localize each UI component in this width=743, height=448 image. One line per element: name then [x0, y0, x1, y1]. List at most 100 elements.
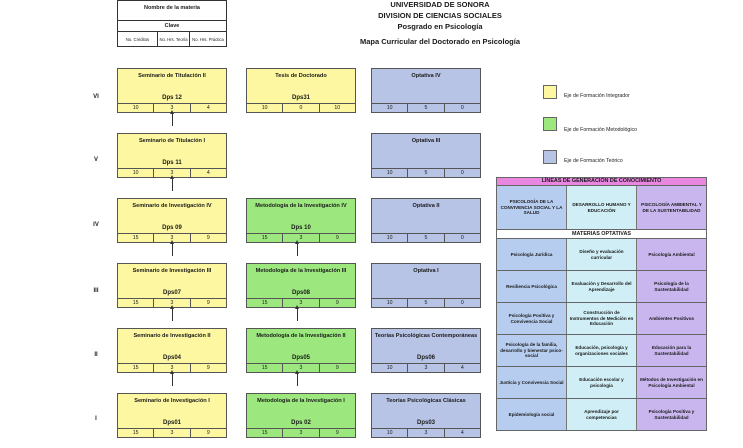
course-box: Metodología de la Investigación IV Dps 10… — [246, 198, 356, 243]
prerequisite-arrow — [170, 305, 174, 321]
course-hrs-teoria: 0 — [283, 104, 320, 112]
course-hrs-practica: 4 — [460, 365, 464, 371]
optativa-row: Psicología Positiva y Convivencia Social… — [496, 303, 707, 335]
course-credits: 15 — [118, 364, 155, 372]
course-code: Dps 02 — [291, 420, 311, 426]
course-code: Dps03 — [416, 420, 435, 426]
course-hrs-teoria: 3 — [408, 429, 445, 437]
optativa-cell: Epidemiología social — [497, 399, 567, 430]
course-hrs-practica: 9 — [335, 430, 339, 436]
course-hrs-teoria: 3 — [154, 104, 191, 112]
course-hrs-practica: 9 — [335, 235, 339, 241]
prerequisite-arrow — [295, 305, 299, 321]
legend-integrador: Eje de Formación Integrador — [564, 93, 630, 99]
course-name: Seminario de Investigación II — [133, 333, 211, 339]
course-hrs-practica: 9 — [335, 365, 339, 371]
course-credits: 15 — [247, 364, 284, 372]
course-hrs-teoria: 3 — [283, 299, 320, 307]
course-code: Dps08 — [291, 290, 310, 296]
legend-metodologico: Eje de Formación Metodológico — [564, 127, 637, 133]
course-code: Dps 10 — [291, 225, 311, 231]
prerequisite-arrow — [295, 240, 299, 256]
course-hrs-teoria: 3 — [154, 234, 191, 242]
course-name: Metodología de la Investigación IV — [255, 203, 347, 209]
course-name: Seminario de Titulación II — [138, 73, 206, 79]
course-credits: 15 — [118, 299, 155, 307]
key-credits: No. Créditos — [118, 32, 158, 47]
course-code: Dps 12 — [162, 95, 182, 101]
prerequisite-arrow — [170, 370, 174, 386]
course-hrs-practica: 9 — [206, 430, 210, 436]
course-name: Teorías Psicológicas Clásicas — [386, 398, 466, 404]
program-name: Posgrado en Psicología — [397, 22, 483, 31]
course-credits: 15 — [247, 429, 284, 437]
optativa-cell: Evaluación y Desarrollo del Aprendizaje — [567, 271, 637, 302]
course-hrs-teoria: 5 — [408, 234, 445, 242]
optativa-cell: Psicología Positiva y Sustentabilidad — [637, 399, 706, 430]
course-hrs-teoria: 3 — [154, 429, 191, 437]
lineas-title: LÍNEAS DE GENERACIÓN DE CONOCIMIENTO — [496, 177, 707, 186]
optativa-cell: Resiliencia Psicológica — [497, 271, 567, 302]
optativa-cell: Diseño y evaluación curricular — [567, 239, 637, 270]
course-name: Metodología de la Investigación I — [257, 398, 345, 404]
course-name: Seminario de Investigación III — [132, 268, 212, 274]
course-hrs-teoria: 3 — [154, 364, 191, 372]
course-credits: 10 — [372, 104, 409, 112]
course-hrs-practica: 0 — [460, 235, 464, 241]
course-hrs-practica: 9 — [206, 235, 210, 241]
optativa-cell: Psicología de la Sustentabilidad — [637, 271, 706, 302]
course-hrs-practica: 10 — [334, 105, 341, 111]
course-code: Dps05 — [291, 355, 310, 361]
course-hrs-practica: 4 — [206, 170, 210, 176]
legend-swatch-integrador — [543, 85, 557, 99]
course-name: Teorías Psicológicas Contemporáneas — [374, 333, 478, 339]
optativa-cell: Educación escolar y psicología — [567, 367, 637, 398]
optativa-cell: Psicología Positiva y Convivencia Social — [497, 303, 567, 334]
course-hrs-practica: 0 — [460, 170, 464, 176]
course-key-box: Nombre de la materia Clave No. Créditos … — [117, 0, 227, 47]
prerequisite-arrow — [170, 110, 174, 126]
course-credits: 10 — [247, 104, 284, 112]
course-hrs-practica: 4 — [460, 430, 464, 436]
legend-swatch-metodologico — [543, 117, 557, 131]
course-credits: 10 — [372, 169, 409, 177]
key-hrs-practica: No. Hrs. Práctica — [192, 37, 224, 42]
key-hrs-teoria: No. Hrs. Teoría — [158, 32, 190, 47]
course-hrs-practica: 4 — [206, 105, 210, 111]
course-name: Seminario de Titulación I — [138, 138, 206, 144]
division-name: DIVISION DE CIENCIAS SOCIALES — [378, 11, 502, 20]
course-hrs-practica: 9 — [206, 300, 210, 306]
prerequisite-arrow — [170, 175, 174, 191]
optativa-cell: Psicología Ambiental — [637, 239, 706, 270]
semester-label: VI — [93, 94, 99, 100]
optativa-cell: Ambientes Positivos — [637, 303, 706, 334]
optativa-cell: Construcción de Instrumentos de Medición… — [567, 303, 637, 334]
optativa-cell: Psicología Jurídica — [497, 239, 567, 270]
course-hrs-teoria: 3 — [283, 234, 320, 242]
course-credits: 10 — [372, 299, 409, 307]
prerequisite-arrow — [295, 370, 299, 386]
course-name: Seminario de Investigación IV — [132, 203, 212, 209]
optativa-cell: Psicología de la familia, desarrollo y b… — [497, 335, 567, 366]
course-name: Optativa IV — [411, 73, 441, 79]
